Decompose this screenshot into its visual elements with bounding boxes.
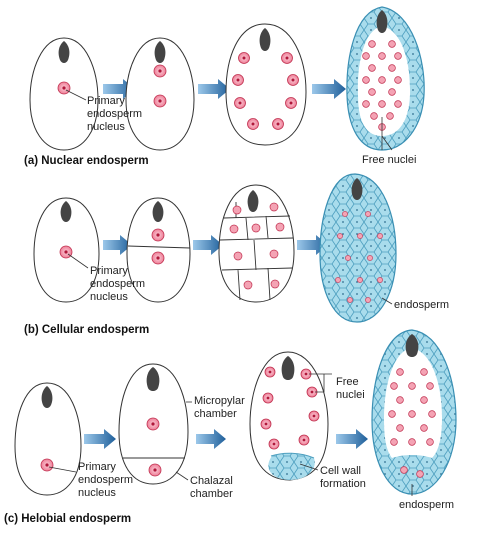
nucleus-icon — [229, 202, 285, 290]
arrow-icon — [103, 235, 132, 255]
leader-line — [381, 297, 393, 305]
leader-line — [175, 471, 189, 481]
primary-endosperm-nucleus-icon — [59, 245, 73, 259]
helobial-sac-stage-3 — [249, 351, 329, 481]
synergid-icon — [154, 41, 166, 63]
free-nuclei-label: Free nuclei — [362, 154, 416, 166]
nucleus-icon — [146, 417, 162, 477]
endosperm-label: endosperm — [399, 499, 454, 511]
arrow-icon — [312, 79, 346, 99]
chalazal-chamber-label: Chalazal chamber — [190, 475, 236, 500]
endosperm-label: endosperm — [394, 299, 449, 311]
free-nucleus-icon — [362, 40, 402, 131]
synergid-icon — [58, 41, 70, 63]
leader-line — [381, 117, 393, 151]
nuclear-sac-stage-4 — [346, 6, 425, 151]
cellular-sac-stage-4 — [319, 173, 397, 323]
synergid-icon — [247, 190, 259, 212]
synergid-icon — [405, 334, 419, 357]
free-nuclei-label: Free nuclei — [336, 376, 365, 401]
free-nuclei-ring — [232, 52, 299, 130]
leader-line — [65, 89, 87, 101]
section-caption: (c) Helobial endosperm — [4, 513, 131, 525]
nuclear-sac-stage-3 — [225, 23, 307, 146]
section-caption: (b) Cellular endosperm — [24, 324, 149, 336]
nuclear-sac-stage-1 — [29, 37, 99, 151]
cellular-sac-stage-2 — [126, 197, 191, 303]
micropylar-chamber-label: Micropylar chamber — [194, 395, 248, 420]
arrow-icon — [84, 429, 116, 449]
primary-nucleus-label: Primary endosperm nucleus — [87, 95, 145, 133]
nucleus-icon — [151, 228, 165, 265]
section-helobial: Primary endosperm nucleus Micropylar cha… — [4, 329, 457, 525]
primary-endosperm-nucleus-icon — [40, 458, 54, 472]
helobial-sac-stage-2 — [118, 363, 189, 485]
helobial-sac-stage-4 — [371, 329, 457, 495]
free-nucleus-icon — [153, 64, 167, 108]
section-cellular: Primary endosperm nucleus endosperm (b) … — [24, 173, 449, 336]
leader-line — [67, 253, 89, 269]
synergid-icon — [281, 356, 295, 380]
arrow-icon — [198, 79, 230, 99]
helobial-sac-stage-1 — [14, 382, 82, 496]
synergid-icon — [146, 367, 160, 391]
synergid-icon — [152, 201, 164, 222]
synergid-icon — [41, 386, 53, 408]
cell-wall-line — [127, 245, 191, 249]
arrow-icon — [336, 429, 368, 449]
nuclear-sac-stage-2 — [125, 37, 195, 151]
nucleus-icon — [335, 211, 383, 303]
arrow-icon — [193, 235, 223, 255]
synergid-icon — [351, 178, 363, 200]
synergid-icon — [259, 28, 271, 51]
primary-nucleus-label: Primary endosperm nucleus — [78, 461, 136, 499]
leader-line — [299, 463, 319, 471]
leader-line — [309, 373, 332, 393]
primary-nucleus-label: Primary endosperm nucleus — [90, 265, 148, 303]
synergid-icon — [60, 201, 72, 222]
leader-line — [48, 466, 77, 473]
arrow-icon — [196, 429, 226, 449]
synergid-icon — [376, 10, 388, 33]
section-nuclear: Primary endosperm nucleus Free nuclei (a… — [24, 6, 425, 167]
cell-wall-formation-label: Cell wall formation — [320, 465, 366, 490]
cellular-sac-stage-3 — [218, 184, 295, 303]
primary-endosperm-nucleus-icon — [57, 81, 71, 95]
free-nucleus-icon — [388, 368, 436, 478]
section-caption: (a) Nuclear endosperm — [24, 155, 149, 167]
cell-wall-line — [270, 452, 315, 459]
